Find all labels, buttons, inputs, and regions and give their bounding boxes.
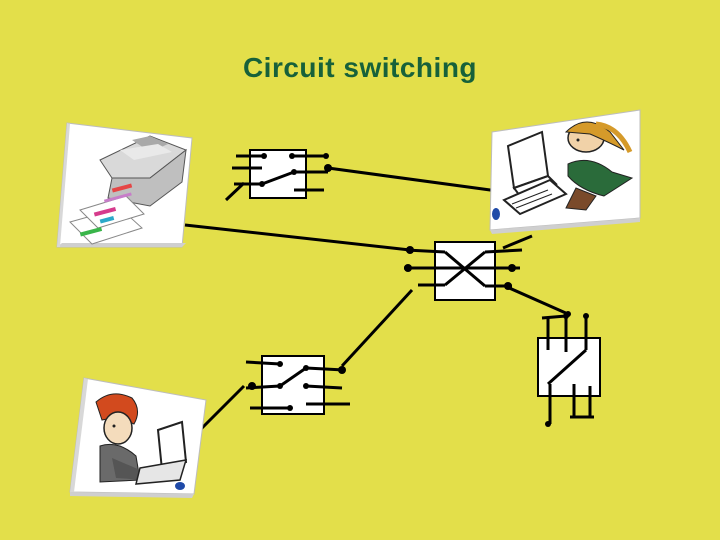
switch-3 [245,355,350,415]
connection-links [184,166,569,442]
person-at-laptop-icon [69,377,207,498]
link-switch1-person-computer [327,166,506,194]
switch-1 [232,149,332,199]
person-at-computer-icon [489,109,641,234]
slide-title: Circuit switching [242,52,478,83]
link-switch2-switch3 [340,288,414,368]
link-switch2-person-computer [502,234,533,250]
switch-2 [404,241,523,301]
link-printer-switch2 [184,223,411,252]
switch-4 [537,311,601,427]
link-switch2-switch4 [506,285,569,316]
link-switch1-left [224,181,246,202]
printer-icon [56,122,193,248]
